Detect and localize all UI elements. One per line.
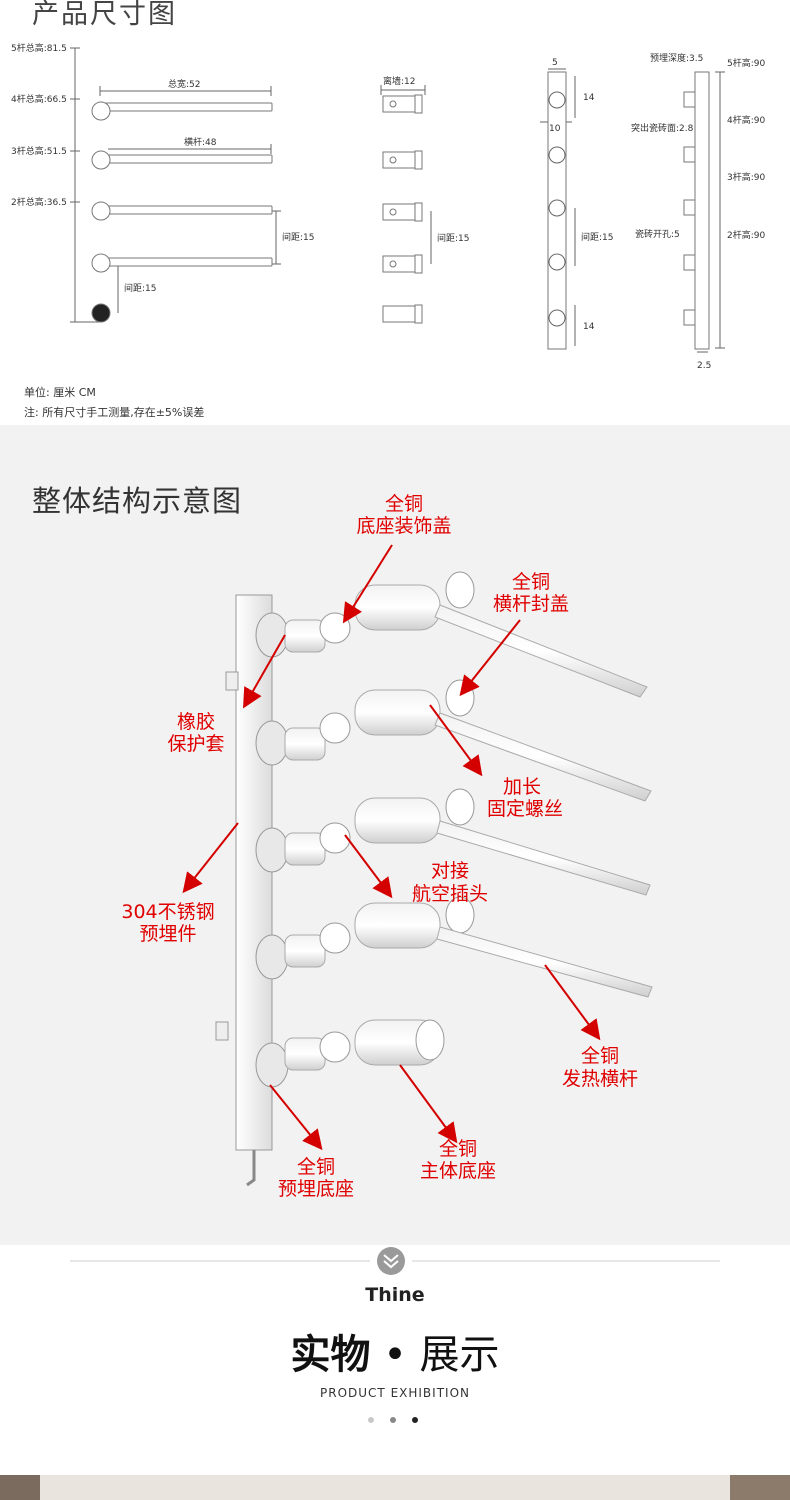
spacing-label: 间距:15 <box>437 232 470 244</box>
label-plug: 对接 <box>431 860 469 882</box>
exhibition-divider <box>70 1247 720 1275</box>
label-screw: 加长 <box>503 776 541 798</box>
edge-label: 14 <box>583 93 595 103</box>
dimensions-section: 产品尺寸图 <box>0 0 790 425</box>
label-heat-bar: 全铜 <box>581 1045 619 1067</box>
label-base-cover: 全铜 <box>385 493 423 515</box>
post-width-label: 5 <box>552 58 558 68</box>
label-base-cover: 底座装饰盖 <box>356 515 451 537</box>
label-embed-base: 全铜 <box>297 1156 335 1178</box>
tile-hole-label: 瓷砖开孔:5 <box>635 228 680 240</box>
unit-note: 单位: 厘米 CM <box>24 386 96 399</box>
arm-unit <box>255 896 653 998</box>
label-embed-part: 304不锈钢 <box>121 901 214 923</box>
exhibition-title-bold: 实物 <box>290 1332 371 1378</box>
label-embed-base: 预埋底座 <box>278 1178 354 1200</box>
side-height-label: 5杆高:90 <box>727 57 765 69</box>
product-photo <box>0 1475 790 1500</box>
label-bar-cap: 全铜 <box>512 571 550 593</box>
exhibition-title-dot: • <box>383 1332 407 1378</box>
exhibition-title-light: 展示 <box>419 1332 500 1378</box>
wall-offset-label: 离墙:12 <box>383 75 416 87</box>
label-rubber: 橡胶 <box>177 711 215 733</box>
label-main-base: 全铜 <box>439 1138 477 1160</box>
height-label: 4杆总高:66.5 <box>11 93 67 105</box>
label-embed-part: 预埋件 <box>139 923 196 945</box>
side-height-label: 4杆高:90 <box>727 114 765 126</box>
label-plug: 航空插头 <box>412 883 488 905</box>
height-label: 2杆总高:36.5 <box>11 196 67 208</box>
exhibition-section <box>0 1245 790 1475</box>
label-screw: 固定螺丝 <box>487 798 563 820</box>
total-width-label: 总宽:52 <box>168 78 201 90</box>
structure-diagram: 全铜 底座装饰盖 全铜 横杆封盖 橡胶 保护套 加长 固定螺丝 对接 航空插头 … <box>121 493 653 1200</box>
spacing-label: 间距:15 <box>124 282 157 294</box>
arm-unit <box>255 571 648 698</box>
brand-name: Thine <box>365 1284 425 1306</box>
height-label: 5杆总高:81.5 <box>11 42 67 54</box>
dimension-drawing: 5杆总高:81.5 4杆总高:66.5 3杆总高:51.5 2杆总高:36.5 … <box>11 42 765 371</box>
height-label: 3杆总高:51.5 <box>11 145 67 157</box>
arm-unit <box>255 1019 445 1088</box>
dimensions-title: 产品尺寸图 <box>32 0 177 30</box>
edge-label: 14 <box>583 322 595 332</box>
post-depth-label: 10 <box>549 124 561 134</box>
bar-length-label: 横杆:48 <box>184 136 217 148</box>
label-rubber: 保护套 <box>167 733 224 755</box>
tolerance-note: 注: 所有尺寸手工测量,存在±5%误差 <box>24 406 205 419</box>
label-main-base: 主体底座 <box>420 1160 496 1182</box>
bottom-width-label: 2.5 <box>697 361 711 371</box>
embed-depth-label: 预埋深度:3.5 <box>650 52 703 64</box>
spacing-label: 间距:15 <box>282 231 315 243</box>
pagination-dots <box>368 1417 418 1423</box>
label-heat-bar: 发热横杆 <box>562 1068 638 1090</box>
label-bar-cap: 横杆封盖 <box>493 593 569 615</box>
spacing-label: 间距:15 <box>581 231 614 243</box>
arm-unit <box>255 788 651 896</box>
power-cable <box>246 1150 256 1187</box>
side-height-label: 2杆高:90 <box>727 229 765 241</box>
protrude-label: 突出瓷砖面:2.8 <box>631 122 694 134</box>
exhibition-title: 实物 • 展示 <box>0 1322 790 1380</box>
exhibition-subtitle: PRODUCT EXHIBITION <box>320 1386 470 1400</box>
side-height-label: 3杆高:90 <box>727 171 765 183</box>
arm-unit <box>255 679 652 802</box>
structure-title: 整体结构示意图 <box>32 484 243 518</box>
